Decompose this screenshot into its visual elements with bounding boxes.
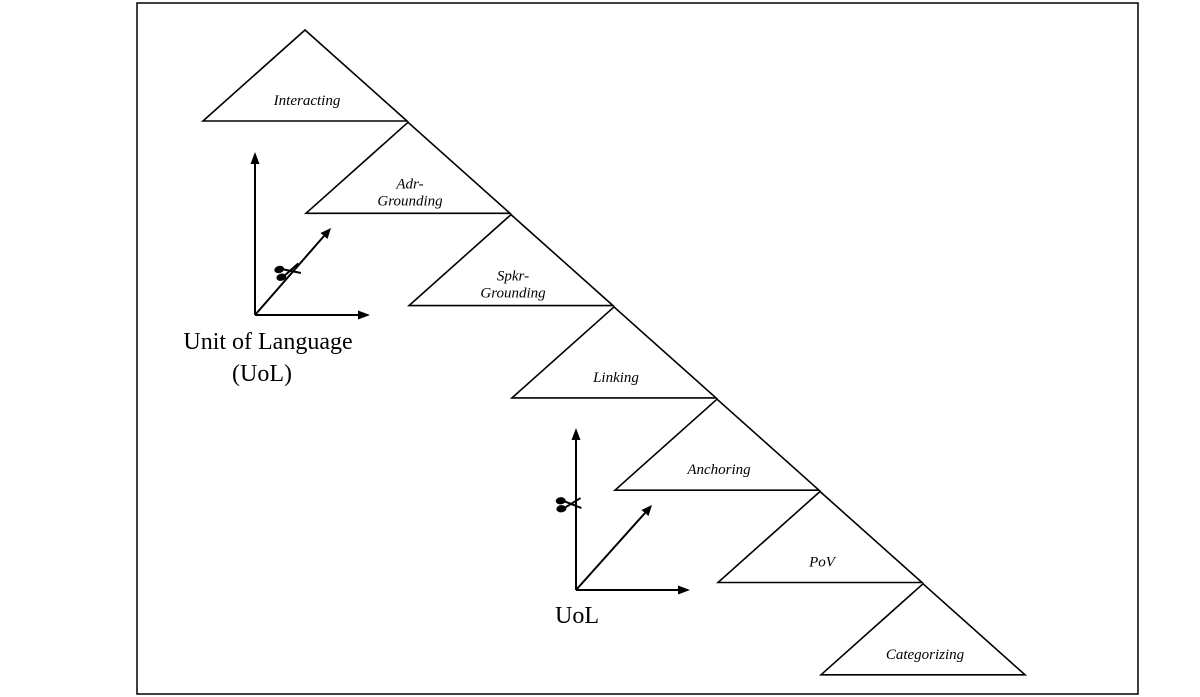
stage-triangle [715, 490, 925, 584]
stage-label: Interacting [273, 93, 341, 109]
stage-triangle [303, 121, 513, 215]
stage-triangle [612, 398, 822, 492]
stage-label: Grounding [480, 286, 546, 302]
axes-top: Unit of Language (UoL) [183, 152, 370, 387]
axes-bottom-y-arrowhead [571, 428, 581, 440]
axes-top-z-arrowhead [320, 228, 331, 239]
stage-label: Adr- [395, 176, 423, 192]
stage-label: Linking [592, 370, 639, 386]
stage-triangle [818, 582, 1028, 676]
stage-staircase: InteractingAdr-GroundingSpkr-GroundingLi… [200, 28, 1028, 676]
axes-bottom: UoL [555, 428, 690, 629]
stage-label: PoV [808, 555, 837, 571]
axes-bottom-label: UoL [555, 603, 599, 629]
axes-top-y-arrowhead [250, 152, 260, 164]
stage-triangle [406, 213, 616, 307]
axes-top-label-line1: Unit of Language [183, 329, 352, 355]
stage-label: Grounding [377, 193, 443, 209]
axes-top-label-line2: (UoL) [232, 361, 292, 387]
axes-bottom-x-arrowhead [678, 585, 690, 595]
stage-label: Spkr- [497, 269, 529, 285]
axes-bottom-z-arrowhead [641, 505, 652, 516]
scissors-icon [274, 262, 302, 281]
stage-triangle [509, 305, 719, 399]
axes-top-z-axis [254, 235, 325, 316]
diagram-frame [136, 2, 1139, 695]
stage-triangle [200, 28, 410, 122]
axes-bottom-z-axis [575, 512, 646, 591]
stage-label: Anchoring [686, 462, 751, 478]
axes-top-x-arrowhead [358, 310, 370, 320]
scissors-icon [555, 497, 582, 513]
stage-label: Categorizing [886, 647, 965, 663]
